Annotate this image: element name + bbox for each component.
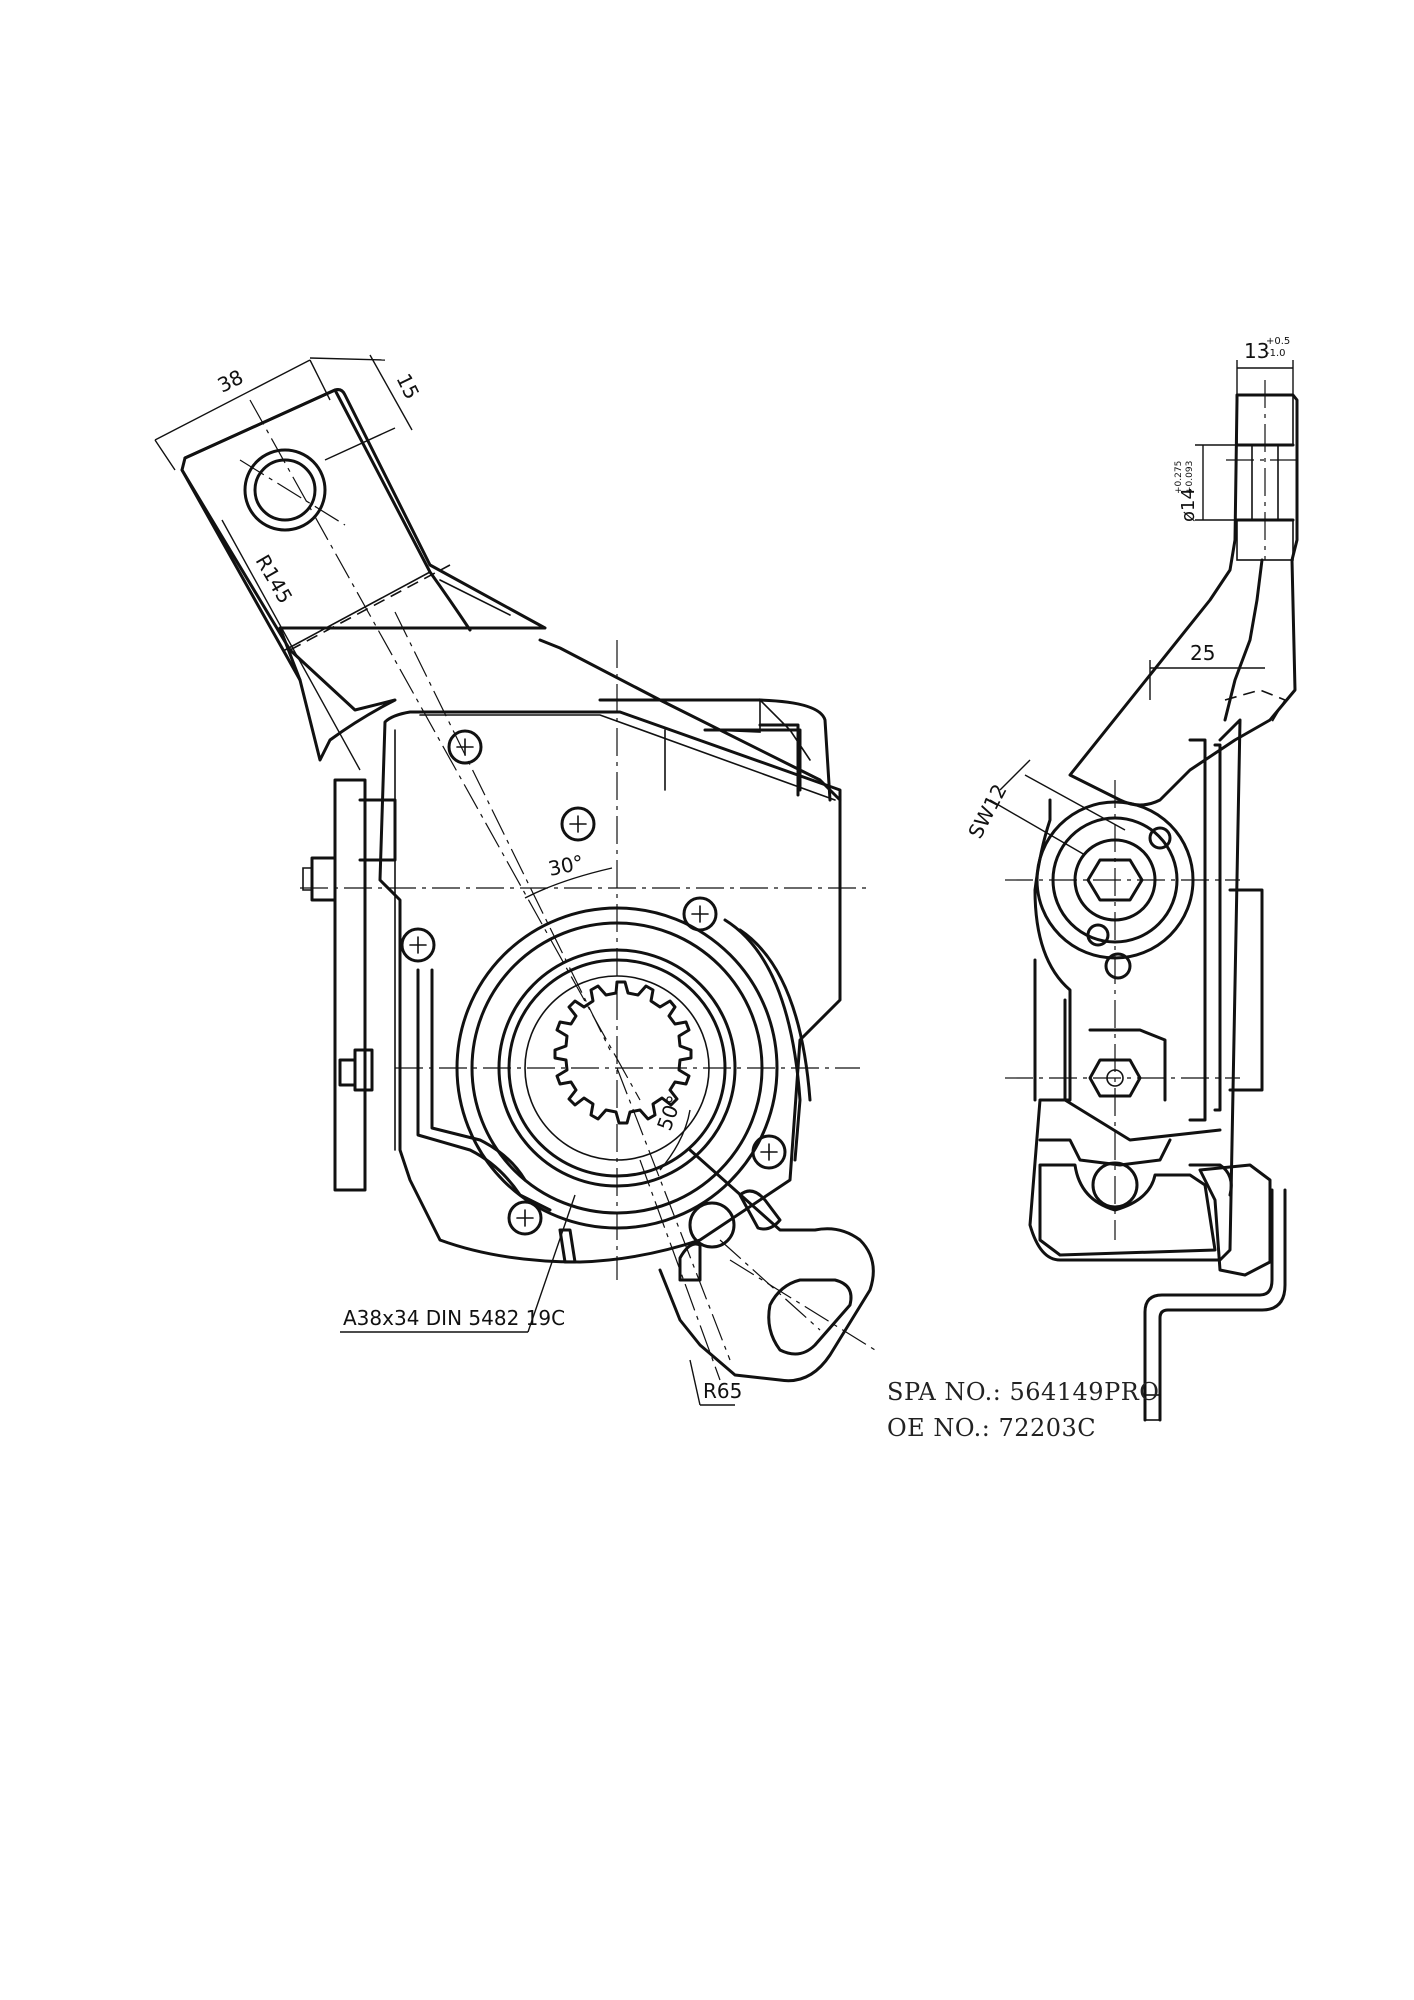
dim-arm-offset: 15 [392,370,425,403]
housing-screws [400,729,787,1236]
front-dimensions: 38 15 R145 30° 50° A38x34 DIN 5482 19C R… [154,354,742,1406]
dim-wrench-size: SW12 [963,780,1011,842]
front-view: 38 15 R145 30° 50° A38x34 DIN 5482 19C R… [154,354,876,1406]
side-view: 13 +0.5 -1.0 ø14 +0.275 +0.093 25 SW12 [963,336,1300,1422]
side-centerlines [1005,380,1300,1240]
dim-thickness: 13 [1244,339,1269,363]
slot-icon [767,1278,853,1356]
hex-nut-icon [1088,1058,1142,1098]
dim-offset-side: 25 [1190,641,1215,665]
lever-arm [180,388,547,762]
side-dimensions: 13 +0.5 -1.0 ø14 +0.275 +0.093 25 SW12 [963,336,1294,856]
dim-thickness-tol-upper: +0.5 [1266,336,1290,347]
front-centerlines [239,399,876,1381]
dim-arm-width: 38 [214,365,247,398]
oe-number: OE NO.: 72203C [887,1414,1097,1442]
screw-icon [507,1200,543,1236]
dim-hole-tol-lower: +0.093 [1185,461,1195,494]
dim-radius-short: R65 [703,1379,742,1403]
hex-nut-icon [1086,858,1144,902]
dim-angle-lower: 50° [652,1092,687,1134]
control-arm [558,1148,875,1383]
side-arm [1068,393,1299,807]
screw-icon [560,806,596,842]
dim-hole-tol-upper: +0.275 [1174,461,1184,494]
side-section [1038,1161,1272,1277]
spline-spec-label: A38x34 DIN 5482 19C [343,1306,565,1330]
spline-teeth [553,980,693,1125]
side-housing [1028,718,1264,1262]
side-bracket [1143,1188,1287,1422]
dim-thickness-tol-lower: -1.0 [1266,348,1286,359]
screw-icon [400,927,436,963]
spa-number: SPA NO.: 564149PRO [887,1378,1160,1406]
dim-hole-dia: ø14 [1178,488,1199,522]
pin-hole-icon [243,448,327,532]
housing-body [302,638,842,1264]
screw-icon [447,729,483,765]
